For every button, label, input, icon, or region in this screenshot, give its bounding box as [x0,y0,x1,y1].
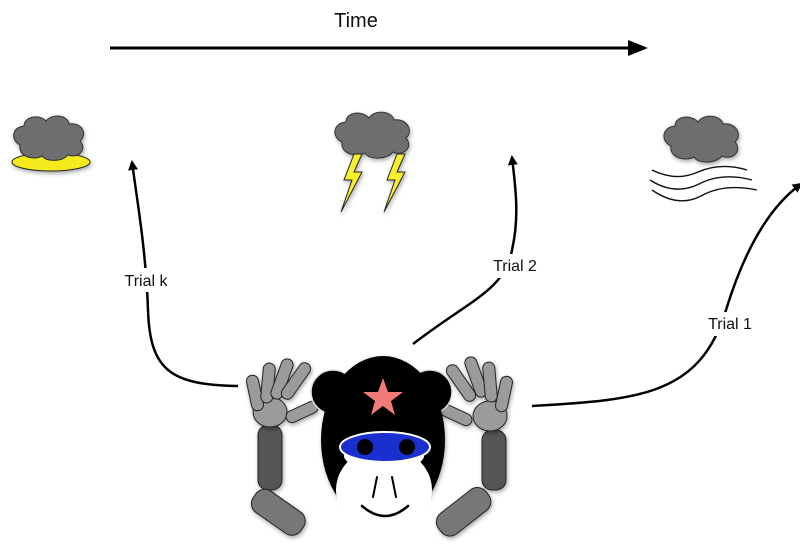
monkey-left-eye [357,439,373,455]
trial-k-arrow [128,160,239,388]
trial-k-label: Trial k [125,273,169,290]
trial-1-label: Trial 1 [708,316,752,333]
monkey-left-arm [250,424,306,536]
monkey-right-eye [399,439,415,455]
star-icon [363,378,403,415]
trial-2-label: Trial 2 [493,258,537,275]
monkey-nose [372,476,397,498]
monkey-icon [246,356,513,537]
cloud-wind-icon [649,115,758,202]
monkey-muzzle [336,447,432,533]
trial-1-arrow [531,182,800,408]
monkey-left-hand [246,358,319,428]
cloud-sun-icon [11,115,91,172]
monkey-mouth [360,504,410,518]
monkey-eye-band [339,431,431,463]
time-label: Time [334,10,378,32]
cloud-storm-icon [334,111,410,213]
time-axis [110,40,648,56]
trial-2-arrow [412,155,518,345]
monkey-right-hand [439,356,513,432]
